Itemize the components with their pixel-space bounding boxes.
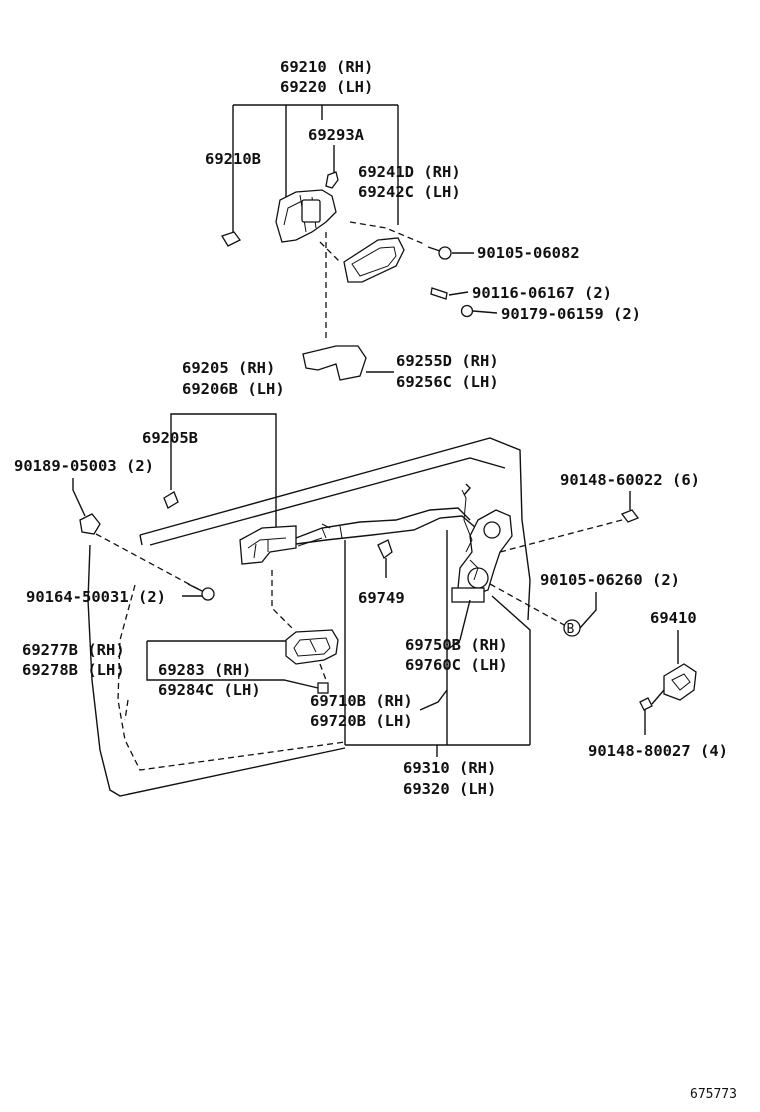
screw-90164-icon — [182, 583, 215, 601]
clip-90189-icon — [72, 478, 101, 535]
label-69206b: 69206B (LH) — [182, 380, 285, 398]
lock-bracket-lines — [344, 530, 531, 757]
rod-clip-69749-icon — [377, 539, 393, 578]
label-69284c: 69284C (LH) — [158, 681, 261, 699]
bracket-69255d-icon — [302, 345, 394, 381]
bezel-leaders — [95, 533, 327, 689]
screw-90148-60022-icon — [499, 491, 640, 553]
label-69293a: 69293A — [308, 126, 365, 144]
top-bracket-lines — [232, 104, 399, 232]
label-90116-06167: 90116-06167 (2) — [472, 284, 612, 302]
label-69278b: 69278B (LH) — [22, 661, 125, 679]
label-69256c: 69256C (LH) — [396, 373, 499, 391]
reference-b: B — [563, 619, 581, 637]
screw-90105-06260-icon — [489, 583, 597, 629]
label-69320: 69320 (LH) — [403, 780, 496, 798]
label-90148-80027: 90148-80027 (4) — [588, 742, 728, 760]
label-69749: 69749 — [358, 589, 405, 607]
svg-text:B: B — [567, 622, 575, 637]
label-90105-06082: 90105-06082 — [477, 244, 580, 262]
label-69410: 69410 — [650, 609, 697, 627]
label-69255d: 69255D (RH) — [396, 352, 499, 370]
label-69310: 69310 (RH) — [403, 759, 496, 777]
label-69760c: 69760C (LH) — [405, 656, 508, 674]
top-leaders — [319, 221, 498, 342]
cables-icon — [295, 507, 477, 547]
part-labels: 69210 (RH) 69220 (LH) 69293A 69210B 6924… — [14, 58, 737, 1102]
label-69210: 69210 (RH) — [280, 58, 373, 76]
label-69750b: 69750B (RH) — [405, 636, 508, 654]
door-lock-icon — [451, 483, 513, 603]
label-69205: 69205 (RH) — [182, 359, 275, 377]
outside-handle-icon — [275, 189, 337, 243]
label-69283: 69283 (RH) — [158, 661, 251, 679]
clip-icon — [325, 171, 339, 189]
door-panel-outline — [87, 437, 531, 797]
clip-69205b-icon — [163, 491, 179, 509]
bezel-icon — [285, 629, 339, 665]
frame-gasket-icon — [343, 237, 405, 283]
fastener-icons — [427, 246, 474, 318]
label-90189-05003: 90189-05003 (2) — [14, 457, 154, 475]
label-90105-06260: 90105-06260 (2) — [540, 571, 680, 589]
label-90148-60022: 90148-60022 (6) — [560, 471, 700, 489]
label-69205b: 69205B — [142, 429, 198, 447]
inside-handle-icon — [239, 525, 297, 565]
label-69710b: 69710B (RH) — [310, 692, 413, 710]
label-69220: 69220 (LH) — [280, 78, 373, 96]
inside-handle-bracket-lines — [170, 413, 277, 528]
drawing-number: 675773 — [690, 1087, 737, 1102]
label-69241d: 69241D (RH) — [358, 163, 461, 181]
label-90164-50031: 90164-50031 (2) — [26, 588, 166, 606]
striker-icon — [639, 630, 697, 735]
label-69277b: 69277B (RH) — [22, 641, 125, 659]
label-90179-06159: 90179-06159 (2) — [501, 305, 641, 323]
label-69242c: 69242C (LH) — [358, 183, 461, 201]
label-69210b: 69210B — [205, 150, 261, 168]
screw-69210b-icon — [221, 231, 241, 247]
label-69720b: 69720B (LH) — [310, 712, 413, 730]
